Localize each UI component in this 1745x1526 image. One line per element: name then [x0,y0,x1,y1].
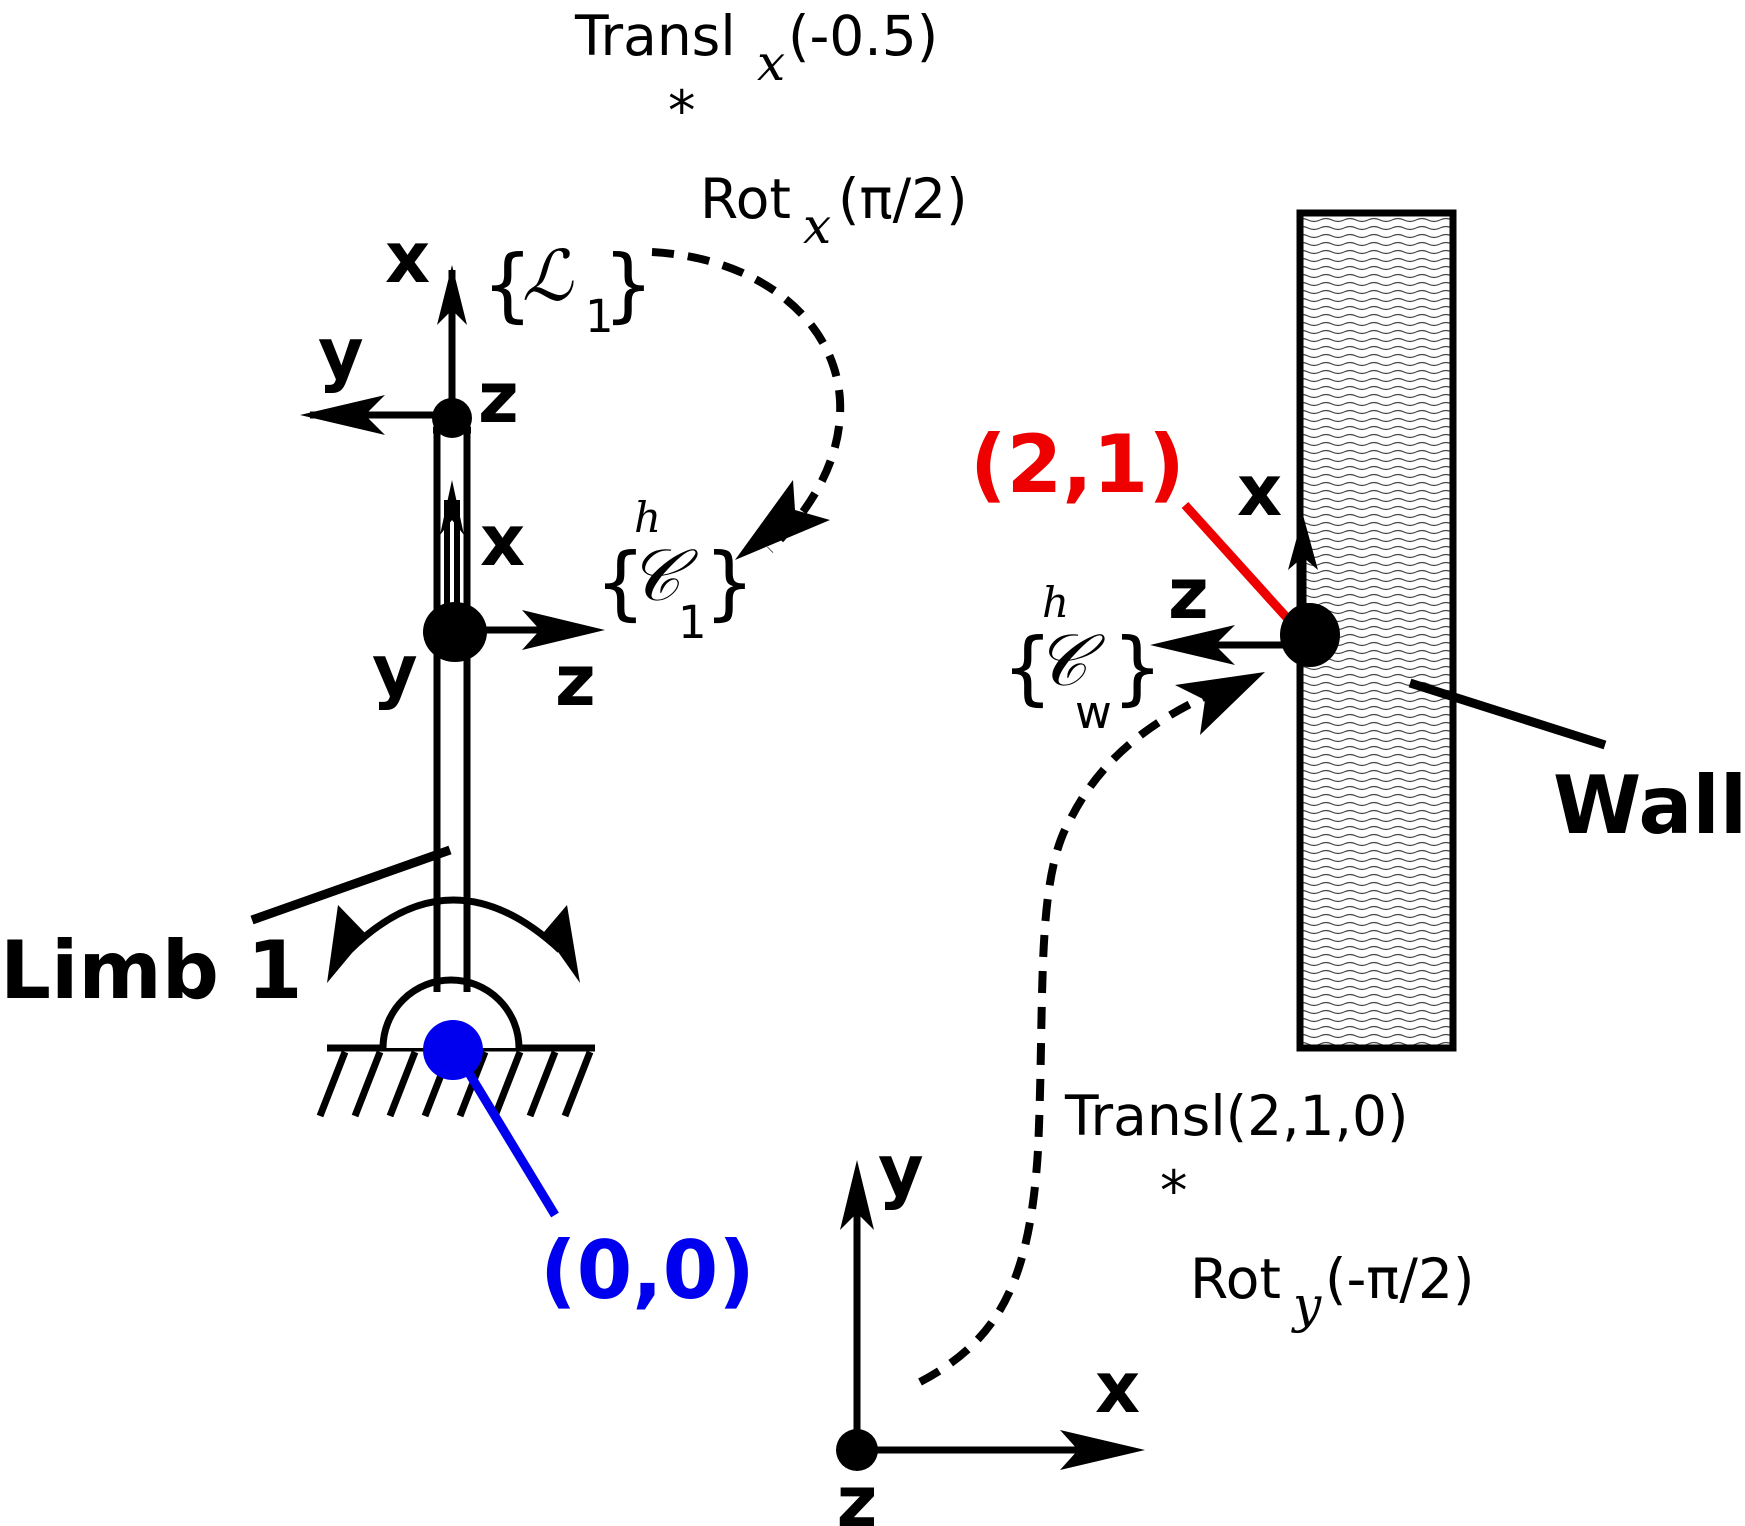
svg-text:1: 1 [678,596,707,649]
svg-text:ℒ: ℒ [522,235,574,317]
svg-text:*: * [668,79,696,143]
contact-frame-label: { h 𝒞 1 } [595,493,755,649]
contact-label: (2,1) [970,418,1185,511]
tip-y-label: y [318,313,364,395]
svg-text:{: { [1002,621,1053,714]
rotation-arrow-head-left [327,905,367,983]
joint-housing [379,976,523,1049]
wall-frame-label: { h 𝒞 w } [1002,578,1163,739]
top-transform-label: Transl x (-0.5) * Rot x (π/2) [574,4,968,255]
limb-1: Limb 1 (0,0) [0,426,755,1317]
wall-contact-frame: (2,1) x z { h 𝒞 w } [970,418,1340,739]
svg-text:Rot: Rot [700,167,791,231]
rotation-arrow [347,896,563,953]
wall-x-label: x [1237,450,1282,532]
world-y-arrowhead [840,1160,874,1230]
top-transform-arrow [651,248,845,560]
limb-contact-frame: x y z { h 𝒞 1 } [372,480,755,722]
svg-text:Transl: Transl [574,4,736,68]
wall-z-label: z [1168,553,1209,635]
svg-text:(-π/2): (-π/2) [1325,1247,1474,1311]
mid-origin [423,602,487,662]
wall-x-arrowhead [1288,515,1318,570]
svg-text:(-0.5): (-0.5) [788,4,938,68]
world-z-label: z [837,1461,878,1526]
svg-text:{: { [482,238,533,331]
svg-text:x: x [803,197,831,255]
tip-origin [432,398,472,438]
svg-text:*: * [1160,1159,1188,1223]
bottom-dashed-curve [918,686,1222,1386]
svg-text:Rot: Rot [1190,1247,1281,1311]
origin-label: (0,0) [540,1224,755,1317]
tip-z-label: z [478,357,519,439]
svg-text:h: h [1042,578,1069,627]
svg-text:{: { [595,536,646,629]
svg-text:(π/2): (π/2) [838,167,968,231]
mid-z-arrowhead [522,610,605,650]
wall: Wall [1296,209,1745,1052]
limb-frame-label: { ℒ 1 } [482,235,654,343]
svg-text:Transl(2,1,0): Transl(2,1,0) [1064,1084,1408,1148]
limb-pointer [250,845,452,925]
tip-x-label: x [385,217,430,299]
limb-tip-frame: x y z { ℒ 1 } [300,217,654,439]
mid-x-label: x [480,500,525,582]
top-dashed-arrowhead [735,480,830,560]
wall-label: Wall [1553,759,1745,852]
world-y-label: y [878,1130,924,1212]
world-origin [836,1429,878,1471]
svg-text:1: 1 [585,290,614,343]
world-x-arrowhead [1060,1430,1145,1470]
limb-label: Limb 1 [0,924,303,1017]
bottom-transform-arrow [918,672,1265,1386]
svg-text:}: } [1112,621,1163,714]
ground-hatching [316,1050,594,1118]
top-dashed-curve [651,248,845,553]
contact-pointer [1181,501,1302,634]
svg-text:x: x [757,34,785,92]
tip-x-arrowhead [437,265,467,325]
world-x-label: x [1095,1347,1140,1429]
mid-x-arrowhead [440,480,464,535]
wall-contact-origin [1280,603,1340,667]
mid-y-label: y [372,630,418,712]
wall-pointer [1408,678,1607,750]
wall-z-arrowhead [1150,625,1235,665]
origin-pointer [451,1047,559,1218]
svg-text:h: h [634,493,661,542]
tip-y-arrowhead [300,395,385,435]
rotation-arrow-head-right [544,905,580,983]
world-frame: y x z [836,1130,1145,1526]
svg-text:y: y [1291,1276,1322,1334]
svg-text:w: w [1075,686,1112,739]
mid-z-label: z [555,640,596,722]
bottom-dashed-arrowhead [1175,672,1265,735]
origin-joint [423,1020,483,1080]
svg-text:}: } [603,238,654,331]
bottom-transform-label: Transl(2,1,0) * Rot y (-π/2) [1064,1084,1474,1334]
